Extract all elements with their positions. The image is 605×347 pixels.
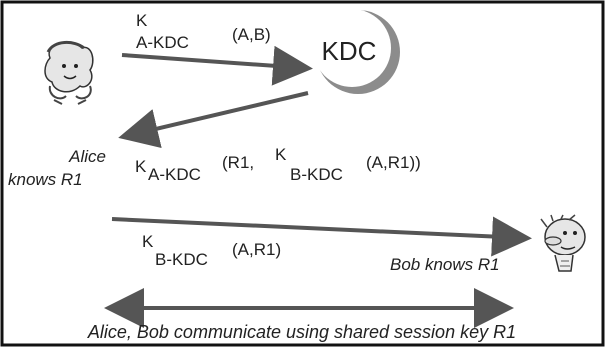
kdc-label: KDC — [322, 36, 377, 66]
msg1-args: (A,B) — [232, 25, 271, 44]
alice-avatar-icon — [44, 41, 94, 105]
msg1-subscript: A-KDC — [136, 33, 189, 52]
msg2-k1: K — [135, 157, 147, 176]
arrow-alice-to-kdc — [121, 45, 313, 86]
msg3-args: (A,R1) — [232, 240, 281, 259]
kdc-node: KDC — [313, 9, 400, 94]
msg2-sub1: A-KDC — [148, 165, 201, 184]
alice-knows-label: Alice knows R1 — [8, 147, 106, 189]
footer-caption: Alice, Bob communicate using shared sess… — [87, 322, 516, 342]
bob-knows-label: Bob knows R1 — [390, 255, 500, 274]
message-3-label: K B-KDC (A,R1) — [142, 232, 281, 269]
msg2-part2: (A,R1)) — [366, 153, 421, 172]
message-2-label: K A-KDC (R1, K B-KDC (A,R1)) — [135, 145, 421, 184]
alice-label-line2: knows R1 — [8, 170, 83, 189]
message-1-label: K A-KDC (A,B) — [136, 11, 271, 52]
msg2-sub2: B-KDC — [290, 165, 343, 184]
msg3-subscript: B-KDC — [155, 250, 208, 269]
alice-label-line1: Alice — [68, 147, 106, 166]
bob-avatar-icon — [540, 214, 586, 272]
msg2-part1: (R1, — [222, 153, 254, 172]
msg1-k: K — [136, 11, 148, 30]
arrow-kdc-to-alice — [118, 91, 309, 149]
arrow-alice-to-bob — [111, 216, 532, 257]
msg3-k: K — [142, 232, 154, 251]
msg2-k2: K — [275, 145, 287, 164]
